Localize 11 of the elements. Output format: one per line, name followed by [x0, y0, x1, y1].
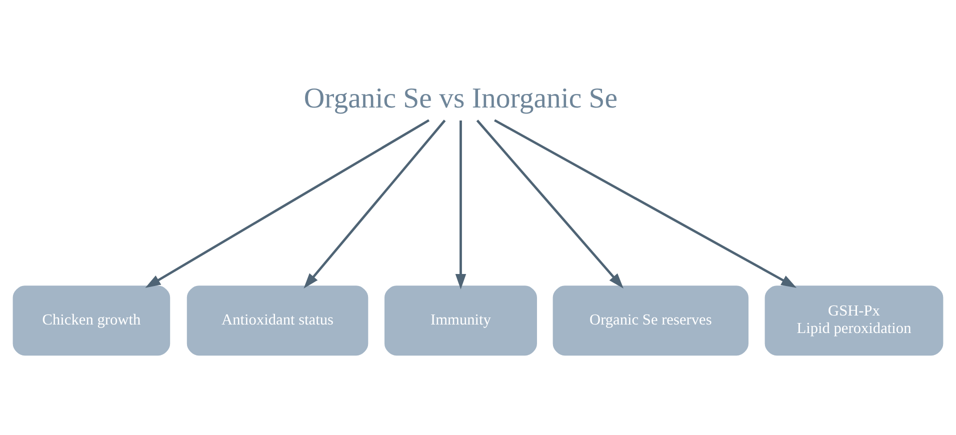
arrow	[494, 118, 797, 288]
arrow	[455, 120, 466, 289]
node-box: Immunity	[384, 285, 537, 356]
node-box: Organic Se reserves	[552, 285, 748, 356]
node-box: Antioxidant status	[186, 285, 368, 356]
arrow	[304, 119, 446, 288]
arrow	[476, 119, 624, 288]
node-box: Chicken growth	[12, 285, 170, 356]
arrow	[145, 118, 430, 288]
node-text: Organic Se vs Inorganic Se	[304, 82, 618, 114]
node-box: GSH-Px Lipid peroxidation	[764, 285, 944, 356]
